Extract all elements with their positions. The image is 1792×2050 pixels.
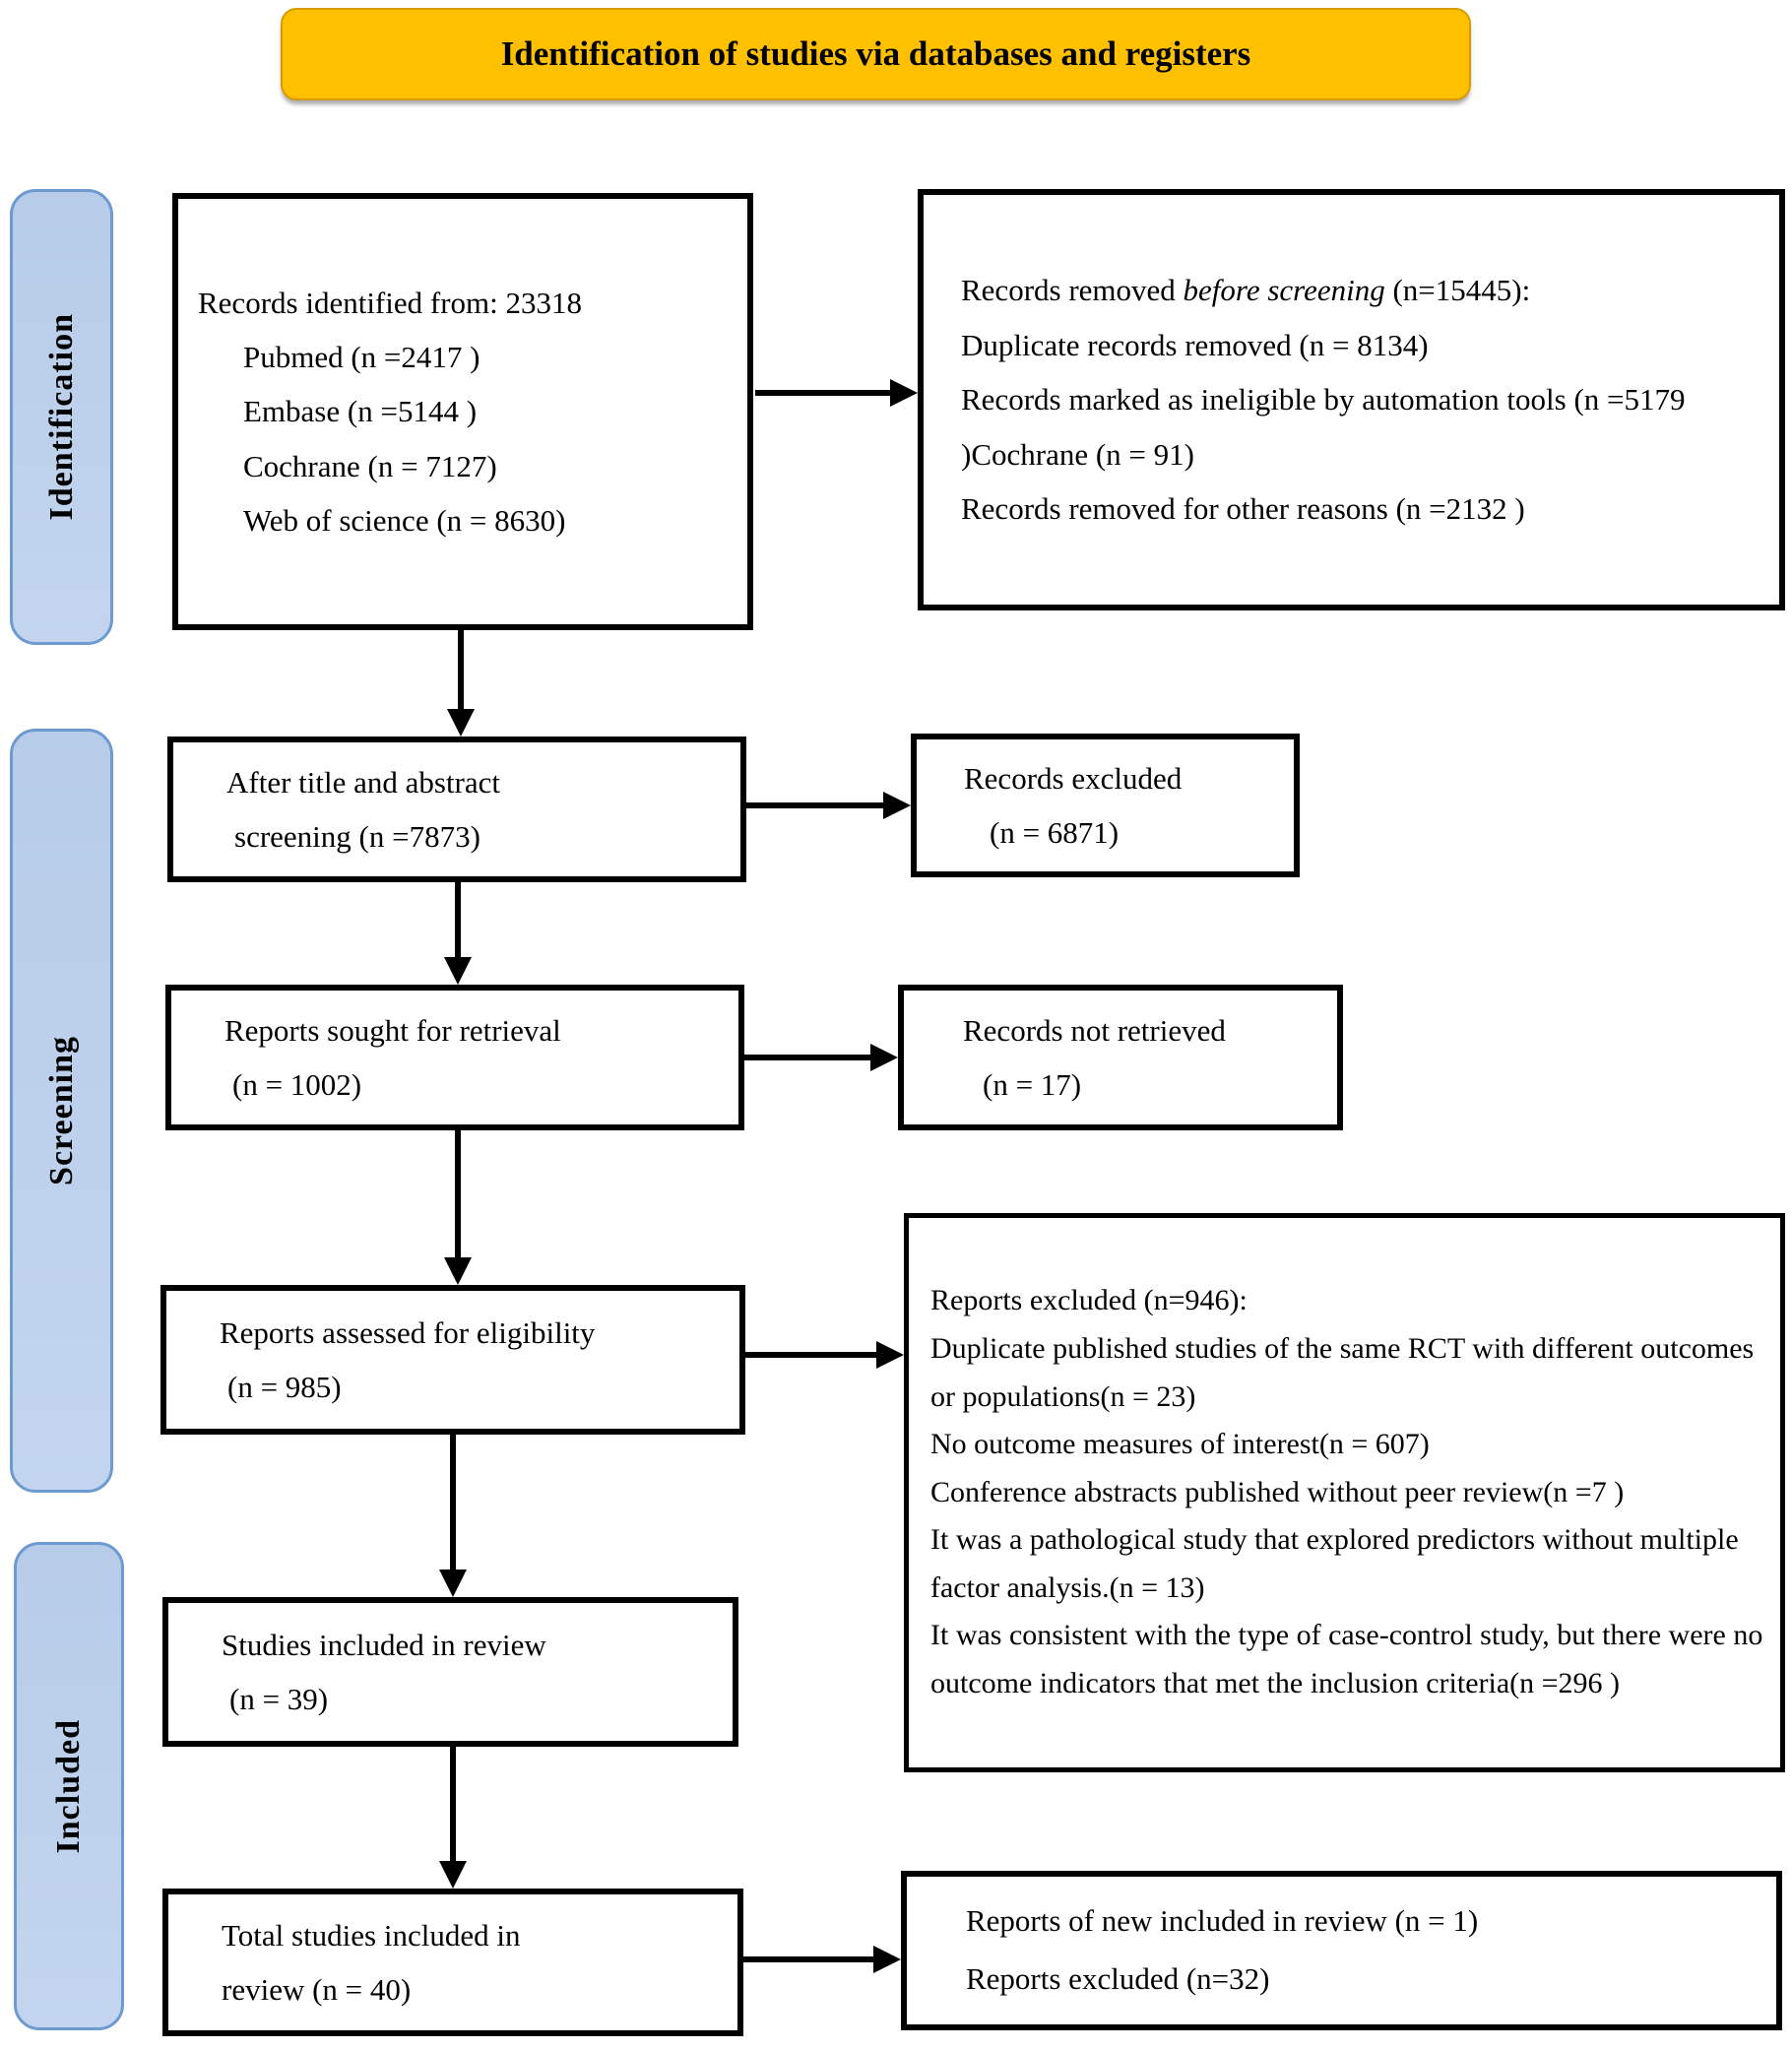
box-records-identified: Records identified from: 23318 Pubmed (n… <box>172 193 753 630</box>
reports-excluded-reason-pathological: It was a pathological study that explore… <box>930 1523 1739 1604</box>
records-removed-heading: Records removed before screening (n=1544… <box>961 273 1531 308</box>
arrow-total-to-final-line <box>741 1956 875 1962</box>
records-not-retrieved-line1: Records not retrieved <box>963 1012 1226 1048</box>
records-removed-automation: Records marked as ineligible by automati… <box>961 382 1686 472</box>
arrow-identified-to-screening-head <box>447 709 475 737</box>
arrow-included-to-total-head <box>439 1861 467 1889</box>
reports-excluded-reason-conference: Conference abstracts published without p… <box>930 1475 1625 1508</box>
reports-excluded-heading: Reports excluded (n=946): <box>930 1284 1248 1317</box>
title-abstract-line1: After title and abstract <box>226 764 501 800</box>
banner-title: Identification of studies via databases … <box>281 8 1471 100</box>
records-excluded-line2: (n = 6871) <box>990 815 1120 850</box>
arrow-screening-to-excluded-head <box>883 792 911 819</box>
records-not-retrieved-line2: (n = 17) <box>983 1067 1082 1102</box>
stage-screening: Screening <box>10 729 113 1493</box>
final-reports-line2: Reports excluded (n=32) <box>966 1961 1270 1996</box>
box-title-abstract-screening: After title and abstract screening (n =7… <box>167 737 746 882</box>
box-records-removed: Records removed before screening (n=1544… <box>918 189 1785 610</box>
box-reports-sought: Reports sought for retrieval (n = 1002) <box>165 985 744 1130</box>
records-excluded-line1: Records excluded <box>964 760 1183 796</box>
stage-identification: Identification <box>10 189 113 645</box>
box-reports-assessed: Reports assessed for eligibility (n = 98… <box>160 1285 745 1435</box>
reports-assessed-line1: Reports assessed for eligibility <box>220 1314 596 1350</box>
stage-identification-label: Identification <box>42 313 80 521</box>
arrow-screening-to-sought-head <box>444 957 472 985</box>
final-reports-line1: Reports of new included in review (n = 1… <box>966 1903 1479 1939</box>
records-removed-other: Records removed for other reasons (n =21… <box>961 491 1525 527</box>
reports-excluded-reason-duplicate: Duplicate published studies of the same … <box>930 1331 1755 1413</box>
arrow-assessed-to-excludedreasons-line <box>743 1352 878 1358</box>
reports-sought-line2: (n = 1002) <box>232 1067 362 1102</box>
arrow-screening-to-excluded-line <box>744 802 886 808</box>
stage-included-label: Included <box>50 1718 87 1854</box>
title-abstract-line2: screening (n =7873) <box>234 819 480 854</box>
arrow-assessed-to-included-line <box>450 1433 456 1571</box>
records-identified-cochrane: Cochrane (n = 7127) <box>243 448 497 483</box>
box-records-excluded: Records excluded (n = 6871) <box>911 734 1300 877</box>
total-studies-line2: review (n = 40) <box>222 1972 412 2007</box>
arrow-sought-to-notretrieved-line <box>742 1055 872 1060</box>
reports-excluded-reason-case-control: It was consistent with the type of case-… <box>930 1619 1763 1700</box>
records-identified-wos: Web of science (n = 8630) <box>243 502 566 538</box>
stage-included: Included <box>14 1542 124 2030</box>
arrow-identified-to-removed-head <box>890 379 918 407</box>
records-removed-duplicates: Duplicate records removed (n = 8134) <box>961 327 1429 362</box>
box-total-studies: Total studies included in review (n = 40… <box>162 1889 743 2036</box>
arrow-sought-to-notretrieved-head <box>870 1044 898 1071</box>
reports-sought-line1: Reports sought for retrieval <box>224 1012 561 1048</box>
arrow-included-to-total-line <box>450 1745 456 1863</box>
arrow-screening-to-sought-line <box>455 880 461 959</box>
records-identified-embase: Embase (n =5144 ) <box>243 394 478 429</box>
total-studies-line1: Total studies included in <box>222 1917 521 1953</box>
box-final-reports: Reports of new included in review (n = 1… <box>901 1871 1782 2030</box>
studies-included-line1: Studies included in review <box>222 1627 546 1662</box>
arrow-total-to-final-head <box>873 1946 901 1973</box>
arrow-sought-to-assessed-line <box>455 1130 461 1259</box>
box-studies-included: Studies included in review (n = 39) <box>162 1597 738 1747</box>
arrow-sought-to-assessed-head <box>444 1257 472 1285</box>
records-identified-pubmed: Pubmed (n =2417 ) <box>243 340 480 375</box>
records-identified-heading: Records identified from: 23318 <box>198 286 582 321</box>
reports-assessed-line2: (n = 985) <box>227 1370 342 1404</box>
arrow-assessed-to-included-head <box>439 1570 467 1597</box>
arrow-assessed-to-excludedreasons-head <box>876 1341 904 1369</box>
box-records-not-retrieved: Records not retrieved (n = 17) <box>898 985 1343 1130</box>
arrow-identified-to-removed-line <box>755 390 893 396</box>
reports-excluded-reason-no-outcome: No outcome measures of interest(n = 607) <box>930 1428 1430 1461</box>
stage-screening-label: Screening <box>42 1036 80 1185</box>
arrow-identified-to-screening-line <box>458 630 464 711</box>
banner-title-text: Identification of studies via databases … <box>500 34 1251 73</box>
box-reports-excluded-reasons: Reports excluded (n=946): Duplicate publ… <box>904 1213 1785 1772</box>
records-removed-emphasis: before screening <box>1183 273 1385 308</box>
studies-included-line2: (n = 39) <box>229 1682 329 1716</box>
